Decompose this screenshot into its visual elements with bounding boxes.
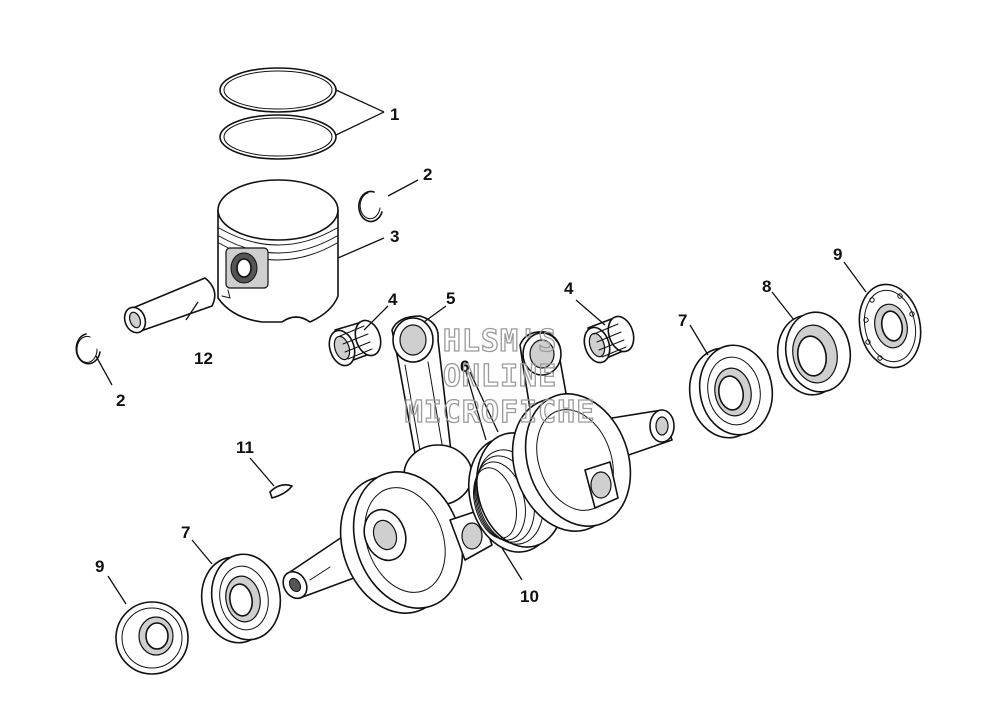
callout-8: 8: [762, 277, 771, 296]
callout-4-right: 4: [564, 279, 574, 298]
watermark-line-3: MICROFICHE: [405, 395, 596, 430]
callout-1: 1: [390, 105, 399, 124]
connecting-rod-left: [391, 315, 473, 506]
callout-7-left: 7: [181, 523, 190, 542]
piston-rings: [219, 67, 337, 160]
callout-9-right: 9: [833, 245, 842, 264]
callout-4-left: 4: [388, 290, 398, 309]
crankshaft: [282, 393, 675, 614]
watermark-line-1: HLSM'S: [443, 324, 557, 359]
watermark: HLSM'S ONLINE MICROFICHE: [404, 323, 596, 430]
callout-12: 12: [194, 349, 213, 368]
circlip-lower: [75, 333, 101, 365]
piston: [217, 179, 339, 323]
oil-seal-right: [858, 283, 922, 369]
oil-seal-left: [115, 601, 189, 675]
bearing-8: [776, 311, 852, 396]
callout-2-upper: 2: [423, 165, 432, 184]
ball-bearing-left: [200, 553, 282, 644]
needle-bearing-right: [583, 315, 635, 364]
needle-bearing-left: [328, 319, 382, 367]
woodruff-key: [269, 484, 293, 499]
watermark-line-2: ONLINE: [443, 359, 557, 394]
callout-2-lower: 2: [116, 391, 125, 410]
callout-5: 5: [446, 289, 455, 308]
wrist-pin: [123, 277, 216, 334]
callout-9-left: 9: [95, 557, 104, 576]
circlip-upper: [358, 190, 383, 223]
callout-6: 6: [460, 357, 469, 376]
callout-10: 10: [520, 587, 539, 606]
callout-7-right: 7: [678, 311, 687, 330]
callout-11: 11: [236, 438, 254, 457]
callout-3: 3: [390, 227, 399, 246]
leader-lines: [95, 89, 867, 605]
callout-labels: 1 2 2 3 4 4 5 6 7 7 8 9 9 10 11 12: [95, 105, 842, 606]
ball-bearing-right: [688, 344, 774, 439]
